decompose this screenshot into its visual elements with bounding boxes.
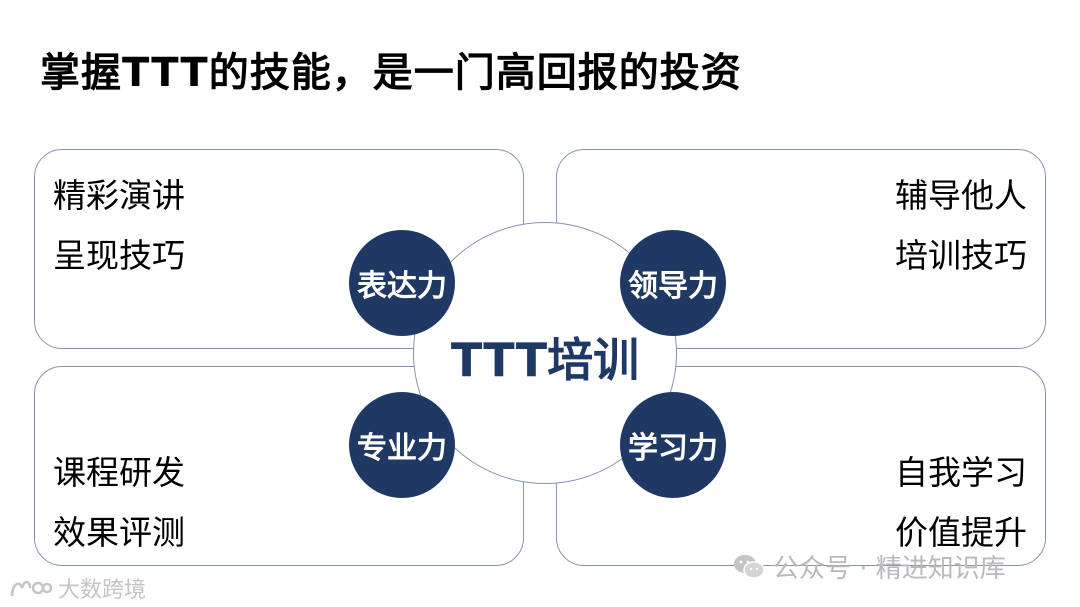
watermark-logo: 大数跨境	[8, 572, 146, 604]
quadrant-item: 自我学习	[895, 453, 1027, 492]
page-title: 掌握TTT的技能，是一门高回报的投资	[40, 50, 742, 96]
quadrant-item: 效果评测	[53, 513, 185, 552]
logo-icon	[8, 576, 53, 600]
center-label: TTT培训	[450, 333, 640, 387]
quadrant-item: 价值提升	[895, 513, 1027, 552]
watermark-wechat: 公众号 · 精进知识库	[733, 548, 1006, 585]
quadrant-item: 呈现技巧	[53, 236, 185, 275]
watermark-text: 公众号 · 精进知识库	[773, 554, 1006, 584]
quadrant-item: 培训技巧	[895, 236, 1027, 275]
quadrant-text: 课程研发 效果评测	[53, 443, 185, 563]
quadrant-text: 自我学习 价值提升	[895, 443, 1027, 563]
quadrant-text: 辅导他人 培训技巧	[895, 166, 1027, 286]
quadrant-item: 精彩演讲	[53, 176, 185, 215]
quadrant-item: 课程研发	[53, 453, 185, 492]
watermark-left-text: 大数跨境	[58, 578, 147, 603]
wechat-icon	[733, 553, 765, 581]
quadrant-text: 精彩演讲 呈现技巧	[53, 166, 185, 286]
badge-professional: 专业力	[349, 392, 455, 498]
badge-learning: 学习力	[620, 392, 726, 498]
badge-expression: 表达力	[349, 230, 455, 336]
quadrant-item: 辅导他人	[895, 176, 1027, 215]
badge-leadership: 领导力	[620, 230, 726, 336]
